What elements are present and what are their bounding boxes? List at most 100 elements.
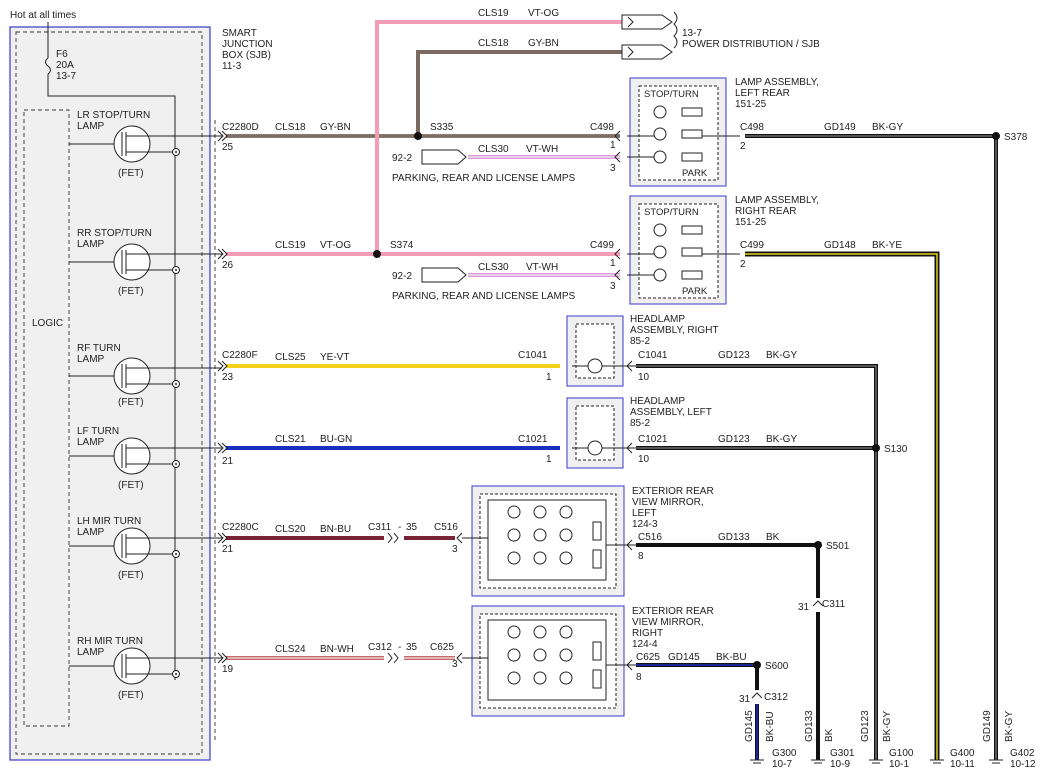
svg-text:GY-BN: GY-BN <box>320 122 351 133</box>
mirror-right: C312 - 35 C625 3 EXTERIOR REAR VIEW MIRR… <box>368 605 747 717</box>
splice-s335 <box>414 132 422 140</box>
svg-text:BK-GY: BK-GY <box>766 350 797 361</box>
svg-text:S130: S130 <box>884 444 908 455</box>
svg-text:C516: C516 <box>638 532 662 543</box>
bulb-icon <box>653 223 667 282</box>
parking-feed-lr: 92-2 CLS30 VT-WH PARKING, REAR AND LICEN… <box>392 144 620 184</box>
splice-s600 <box>753 661 761 669</box>
svg-text:151-25: 151-25 <box>735 217 767 228</box>
svg-text:EXTERIOR REAR: EXTERIOR REAR <box>632 486 714 497</box>
svg-text:S335: S335 <box>430 122 454 133</box>
bulb-icon <box>653 105 667 164</box>
ground-g400: G400 10-11 <box>930 748 975 770</box>
svg-text:CLS21: CLS21 <box>275 434 306 445</box>
svg-text:C311: C311 <box>822 599 846 610</box>
svg-text:LR STOP/TURN: LR STOP/TURN <box>77 110 150 121</box>
svg-text:2: 2 <box>740 141 746 152</box>
svg-text:LH MIR TURN: LH MIR TURN <box>77 516 141 527</box>
svg-text:85-2: 85-2 <box>630 418 650 429</box>
svg-text:EXTERIOR REAR: EXTERIOR REAR <box>632 606 714 617</box>
lamp-assembly-lr: C498 1 3 STOP/TURN PARK LAMP ASSEMBLY, L… <box>590 77 819 187</box>
svg-text:LAMP: LAMP <box>77 121 105 132</box>
fuse-ref: 13-7 <box>56 71 76 82</box>
sjb-frame <box>9 26 211 761</box>
fuse-icon <box>45 57 51 75</box>
conn-c2280d: C2280D <box>222 122 259 133</box>
fet-icon <box>113 357 151 395</box>
svg-text:31: 31 <box>798 602 810 613</box>
svg-text:C625: C625 <box>636 652 660 663</box>
svg-text:(FET): (FET) <box>118 286 144 297</box>
svg-text:GD123: GD123 <box>718 350 750 361</box>
svg-text:GD145: GD145 <box>744 710 755 742</box>
svg-text:10: 10 <box>638 454 650 465</box>
svg-text:GD148: GD148 <box>824 240 856 251</box>
svg-text:LAMP ASSEMBLY,: LAMP ASSEMBLY, <box>735 195 819 206</box>
svg-text:C1021: C1021 <box>518 434 548 445</box>
wire-gd148 <box>745 251 940 760</box>
svg-text:LAMP: LAMP <box>77 239 105 250</box>
svg-text:CLS18: CLS18 <box>275 122 306 133</box>
svg-text:BK-GY: BK-GY <box>1004 711 1015 742</box>
svg-text:G300: G300 <box>772 748 797 759</box>
sjb-inner-dashed <box>15 31 203 755</box>
svg-text:BK-GY: BK-GY <box>882 711 893 742</box>
svg-text:LAMP ASSEMBLY,: LAMP ASSEMBLY, <box>735 77 819 88</box>
svg-text:92-2: 92-2 <box>392 153 412 164</box>
svg-text:(FET): (FET) <box>118 168 144 179</box>
sjb-arrows <box>217 130 228 664</box>
svg-text:23: 23 <box>222 372 234 383</box>
svg-text:S600: S600 <box>765 661 789 672</box>
svg-text:LAMP: LAMP <box>77 354 105 365</box>
svg-text:C516: C516 <box>434 522 458 533</box>
svg-text:BU-GN: BU-GN <box>320 434 352 445</box>
splice-s501 <box>814 541 822 549</box>
svg-text:3: 3 <box>610 163 616 174</box>
sjb-label-2: JUNCTION <box>222 39 273 50</box>
svg-text:C499: C499 <box>590 240 614 251</box>
svg-text:RR STOP/TURN: RR STOP/TURN <box>77 228 152 239</box>
svg-text:35: 35 <box>406 522 418 533</box>
svg-text:GD149: GD149 <box>982 710 993 742</box>
svg-text:BN-WH: BN-WH <box>320 644 354 655</box>
svg-text:C312: C312 <box>764 692 788 703</box>
svg-text:G301: G301 <box>830 748 855 759</box>
svg-text:124-3: 124-3 <box>632 519 658 530</box>
bulb-icon <box>587 358 603 374</box>
splice-s378 <box>992 132 1000 140</box>
sjb-label-1: SMART <box>222 28 257 39</box>
svg-text:GD133: GD133 <box>804 710 815 742</box>
svg-text:RIGHT REAR: RIGHT REAR <box>735 206 797 217</box>
splice-s374 <box>373 250 381 258</box>
svg-text:1: 1 <box>610 140 616 151</box>
svg-text:85-2: 85-2 <box>630 336 650 347</box>
svg-text:C1041: C1041 <box>638 350 668 361</box>
svg-text:BK: BK <box>824 728 835 742</box>
svg-text:C311: C311 <box>368 522 392 533</box>
fuse-name: F6 <box>56 49 68 60</box>
svg-text:3: 3 <box>452 544 458 555</box>
svg-text:BK-GY: BK-GY <box>766 434 797 445</box>
svg-text:S374: S374 <box>390 240 414 251</box>
svg-text:BK: BK <box>766 532 780 543</box>
svg-text:S501: S501 <box>826 541 850 552</box>
parking-feed-rr: 92-2 CLS30 VT-WH PARKING, REAR AND LICEN… <box>392 262 620 302</box>
svg-text:8: 8 <box>638 551 644 562</box>
svg-text:VT-OG: VT-OG <box>320 240 351 251</box>
hot-at-all-times: Hot at all times <box>10 10 76 21</box>
splice-s130 <box>872 444 880 452</box>
svg-text:G100: G100 <box>889 748 914 759</box>
svg-text:2: 2 <box>740 259 746 270</box>
fet-icon <box>113 125 151 163</box>
svg-text:35: 35 <box>406 642 418 653</box>
svg-text:(FET): (FET) <box>118 690 144 701</box>
svg-text:BK-YE: BK-YE <box>872 240 902 251</box>
power-dist: CLS19 VT-OG CLS18 GY-BN 13-7 POWER DISTR… <box>478 8 820 60</box>
svg-text:STOP/TURN: STOP/TURN <box>644 207 699 218</box>
svg-text:PARKING, REAR AND LICENSE LAMP: PARKING, REAR AND LICENSE LAMPS <box>392 291 576 302</box>
lamp-assembly-rr: C499 1 3 STOP/TURN PARK LAMP ASSEMBLY, R… <box>590 195 819 305</box>
